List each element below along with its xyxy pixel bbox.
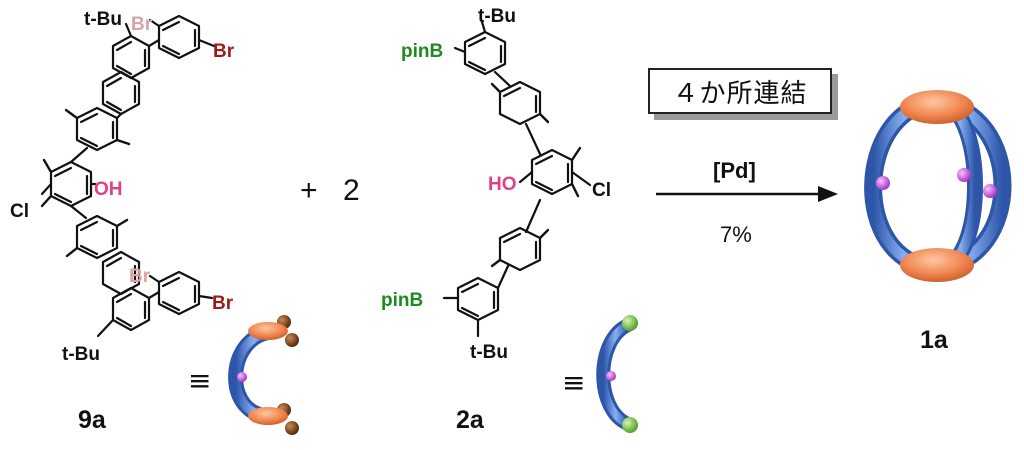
molecule-9a-skeleton [40, 14, 216, 338]
label-2a-top-tbu: t-Bu [478, 6, 516, 27]
bead-icon [606, 371, 616, 381]
label-2a-cl: Cl [592, 180, 611, 201]
compound-label-1a: 1a [920, 326, 949, 354]
equivalence-sign-9a: ≡ [188, 364, 211, 397]
bead-icon [957, 168, 971, 182]
boron-bead-icon [622, 315, 638, 331]
compound-label-2a: 2a [456, 406, 485, 434]
bromine-bead-icon [285, 333, 299, 347]
label-2a-top-pinb: pinB [401, 41, 443, 62]
cap-icon [900, 248, 974, 282]
label-2a-ho: HO [488, 174, 517, 195]
label-2a-bottom-tbu: t-Bu [470, 342, 508, 363]
label-9a-top-tbu: t-Bu [84, 9, 122, 30]
label-9a-cl: Cl [10, 201, 29, 222]
cap-icon [248, 322, 288, 340]
bead-icon [983, 184, 997, 198]
equivalence-sign-2a: ≡ [562, 366, 585, 399]
label-9a-top-br-faded: Br [131, 14, 153, 35]
yield-label: 7% [720, 222, 752, 247]
compound-label-9a: 9a [78, 406, 107, 434]
bead-icon [876, 176, 890, 190]
label-9a-bottom-br: Br [212, 293, 234, 314]
label-9a-top-br: Br [213, 41, 235, 62]
label-2a-bottom-pinb: pinB [381, 290, 423, 311]
boron-bead-icon [622, 417, 638, 433]
molecule-2a-skeleton [442, 20, 592, 338]
label-9a-bottom-br-faded: Br [129, 266, 151, 287]
bromine-bead-icon [285, 421, 299, 435]
label-9a-oh: OH [94, 179, 123, 200]
cartoon-9a [228, 315, 299, 435]
coupling-label-box: ４か所連結 [648, 68, 832, 114]
plus-sign: + [300, 174, 318, 207]
cartoon-2a [596, 315, 638, 433]
bead-icon [237, 372, 247, 382]
product-cage-1a [864, 90, 1012, 282]
coefficient-2: 2 [343, 174, 360, 207]
cap-icon [900, 90, 974, 124]
cap-icon [248, 407, 288, 425]
reaction-arrow [656, 186, 838, 202]
catalyst-label: [Pd] [713, 158, 756, 183]
label-9a-bottom-tbu: t-Bu [62, 344, 100, 365]
